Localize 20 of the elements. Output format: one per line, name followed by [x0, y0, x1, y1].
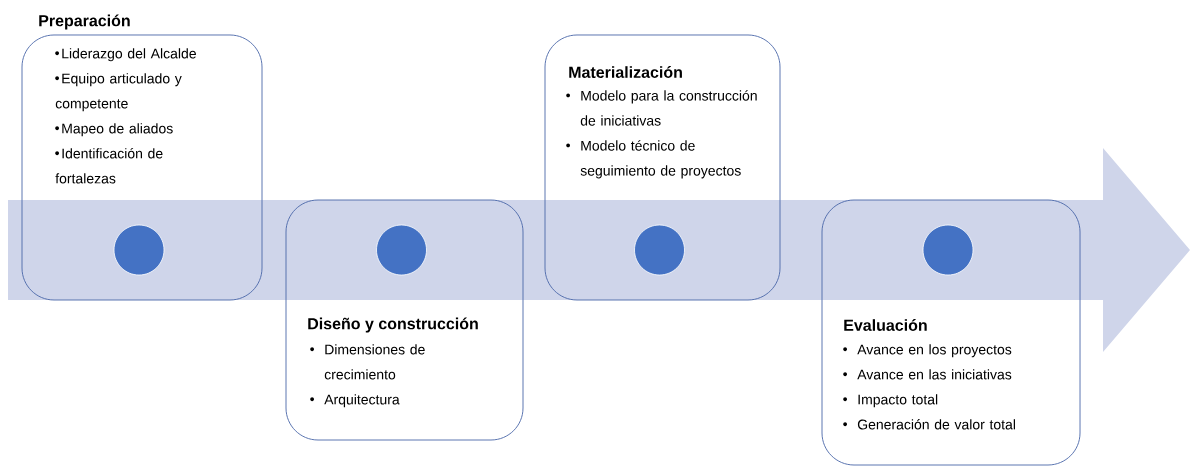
bullet-item: Modelo para la construcción de iniciativas [566, 90, 757, 126]
circle-marker [113, 224, 165, 276]
bullet-item: Mapeo de aliados [55, 123, 173, 137]
stage-heading: Diseño y construcción [308, 317, 478, 333]
stage-heading: Evaluación [844, 319, 927, 331]
bullet-item: Identificación de fortalezas [55, 148, 163, 184]
bullet-item: Avance en las iniciativas [843, 369, 1012, 380]
circle-marker [376, 224, 427, 276]
bullet-item: Impacto total [843, 394, 938, 408]
stage-heading: Preparación [39, 14, 130, 30]
circle-marker [922, 224, 974, 276]
bullet-item: Modelo técnico de seguimiento de proyectos [566, 140, 741, 179]
bullet-item: Equipo articulado y competente [55, 73, 182, 112]
stage-heading: Materialización [569, 66, 682, 78]
bullet-item: Arquitectura [310, 394, 400, 408]
bullet-item: Dimensiones de crecimiento [310, 344, 425, 380]
circle-marker [634, 224, 685, 276]
bullet-item: Avance en los proyectos [843, 344, 1012, 358]
bullet-item: Liderazgo del Alcalde [55, 48, 196, 62]
bullet-item: Generación de valor total [843, 419, 1015, 430]
